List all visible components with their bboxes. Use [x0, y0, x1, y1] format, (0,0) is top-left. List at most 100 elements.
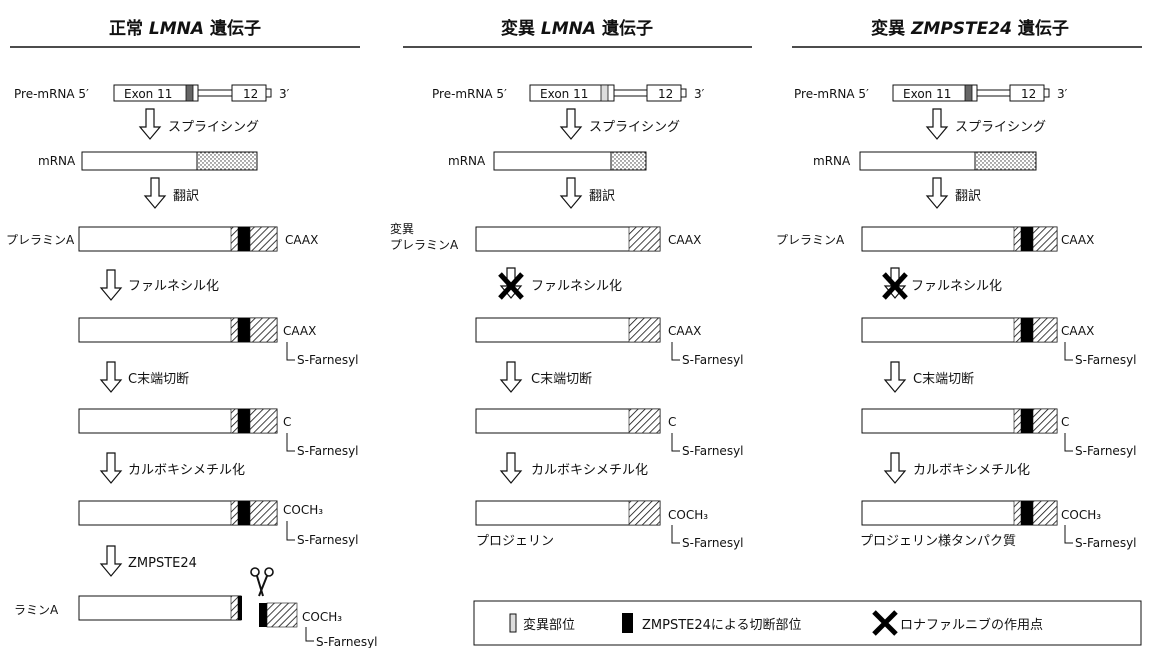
- step-c-cleavage: C末端切断: [531, 372, 592, 387]
- caax-hatched-segment: [1032, 226, 1058, 252]
- coch3-label: COCH₃: [302, 610, 342, 624]
- exon11-label: Exon 11: [903, 87, 951, 101]
- exon11-label: Exon 11: [124, 87, 172, 101]
- exon-tail: [265, 88, 272, 98]
- blocked-x-icon: [498, 272, 524, 300]
- mrna-label: mRNA: [448, 154, 486, 168]
- s-farnesyl-label: S-Farnesyl: [1075, 353, 1137, 367]
- exon11-box: [892, 84, 978, 102]
- column-normal-lmna: 正常 LMNA 遺伝子 Pre-mRNA 5′ Exon 11 12 3′ スプ…: [6, 18, 378, 649]
- arrow-down-icon: [560, 177, 582, 209]
- exon12-label: 12: [243, 87, 258, 101]
- legend-mutation-site: 変異部位: [523, 617, 575, 633]
- legend-cleavage-site: ZMPSTE24による切断部位: [642, 618, 802, 633]
- arrow-down-icon: [139, 108, 161, 140]
- step-carboxymethylation: カルボキシメチル化: [531, 463, 648, 478]
- caax-label: CAAX: [1061, 324, 1094, 338]
- hatched-segment: [1032, 408, 1058, 434]
- bracket: [1064, 525, 1073, 544]
- column-mutant-lmna: 変異 LMNA 遺伝子 Pre-mRNA 5′ Exon 11 12 3′ スプ…: [390, 18, 752, 550]
- legend-box: [473, 600, 1142, 646]
- s-farnesyl-label: S-Farnesyl: [1075, 536, 1137, 550]
- lonafarnib-x-icon: [872, 610, 898, 636]
- arrow-down-icon: [100, 545, 122, 577]
- mutation-site-marker: [600, 84, 609, 102]
- mutation-site-swatch: [509, 613, 517, 633]
- step-farnesylation: ファルネシル化: [128, 279, 219, 294]
- mrna-box: [493, 151, 612, 171]
- bracket: [286, 521, 295, 541]
- hatched-segment: [249, 500, 278, 526]
- s-farnesyl-label: S-Farnesyl: [682, 536, 744, 550]
- cleavage-site-block: [1021, 227, 1033, 251]
- premrna-label: Pre-mRNA 5′: [794, 87, 869, 101]
- exon11-label: Exon 11: [540, 87, 588, 101]
- step-carboxymethylation: カルボキシメチル化: [128, 463, 245, 478]
- cleavage-site-block: [238, 318, 250, 342]
- prelamin-label: プレラミンA: [390, 238, 459, 252]
- column-mutant-zmpste24: 変異 ZMPSTE24 遺伝子 Pre-mRNA 5′ Exon 11 12 3…: [776, 18, 1142, 550]
- exon-tail: [1043, 88, 1050, 98]
- arrow-down-icon: [500, 452, 522, 484]
- arrow-down-icon: [884, 452, 906, 484]
- step-translation: 翻訳: [955, 189, 981, 204]
- premrna-label: Pre-mRNA 5′: [432, 87, 507, 101]
- caax-hatched-segment: [249, 226, 278, 252]
- mrna-label: mRNA: [38, 154, 76, 168]
- mrna-box: [859, 151, 976, 171]
- hatched-segment: [628, 408, 661, 434]
- hatched-segment: [230, 595, 239, 621]
- step-translation: 翻訳: [589, 189, 615, 204]
- product-label: プロジェリン: [476, 534, 554, 549]
- bracket: [671, 525, 680, 544]
- hatched-segment: [230, 408, 239, 434]
- caax-label: CAAX: [285, 233, 318, 247]
- c-label: C: [668, 415, 676, 429]
- arrow-down-icon: [144, 177, 166, 209]
- hatched-segment: [1013, 317, 1022, 343]
- arrow-down-icon: [926, 108, 948, 140]
- column-title: 変異 ZMPSTE24 遺伝子: [871, 18, 1069, 39]
- hatched-segment: [249, 408, 278, 434]
- c-label: C: [283, 415, 291, 429]
- s-farnesyl-label: S-Farnesyl: [297, 444, 359, 458]
- premrna-label: Pre-mRNA 5′: [14, 87, 89, 101]
- cleaved-block: [259, 603, 267, 627]
- cleavage-site-block: [1021, 318, 1033, 342]
- exon-tail: [680, 88, 687, 98]
- caax-hatched-segment: [628, 317, 661, 343]
- caax-label: CAAX: [283, 324, 316, 338]
- step-translation: 翻訳: [173, 189, 199, 204]
- mrna-dotted-segment: [196, 151, 258, 171]
- arrow-down-icon: [100, 452, 122, 484]
- arrow-down-icon: [560, 108, 582, 140]
- step-splicing: スプライシング: [589, 120, 680, 135]
- hatched-segment: [1013, 500, 1022, 526]
- caax-label: CAAX: [668, 324, 701, 338]
- hatched-segment: [230, 500, 239, 526]
- bracket: [305, 627, 314, 642]
- cleavage-site-swatch: [622, 613, 633, 633]
- arrow-down-icon: [100, 269, 122, 301]
- hatched-segment: [1032, 500, 1058, 526]
- mrna-label: mRNA: [813, 154, 851, 168]
- bracket: [671, 433, 680, 452]
- caax-hatched-segment: [1032, 317, 1058, 343]
- step-c-cleavage: C末端切断: [128, 372, 189, 387]
- caax-hatched-segment: [249, 317, 278, 343]
- column-title: 変異 LMNA 遺伝子: [501, 18, 653, 39]
- blocked-x-icon: [882, 272, 908, 300]
- bracket: [286, 433, 295, 452]
- s-farnesyl-label: S-Farnesyl: [1075, 444, 1137, 458]
- cleavage-site-block: [238, 409, 250, 433]
- step-carboxymethylation: カルボキシメチル化: [913, 463, 1030, 478]
- cleavage-site-block: [1021, 409, 1033, 433]
- coch3-label: COCH₃: [668, 508, 708, 522]
- cleavage-site-block: [238, 501, 250, 525]
- arrow-down-icon: [926, 177, 948, 209]
- cleavage-site-block: [238, 596, 242, 620]
- c-label: C: [1061, 415, 1069, 429]
- arrow-down-icon: [100, 361, 122, 393]
- coch3-label: COCH₃: [283, 503, 323, 517]
